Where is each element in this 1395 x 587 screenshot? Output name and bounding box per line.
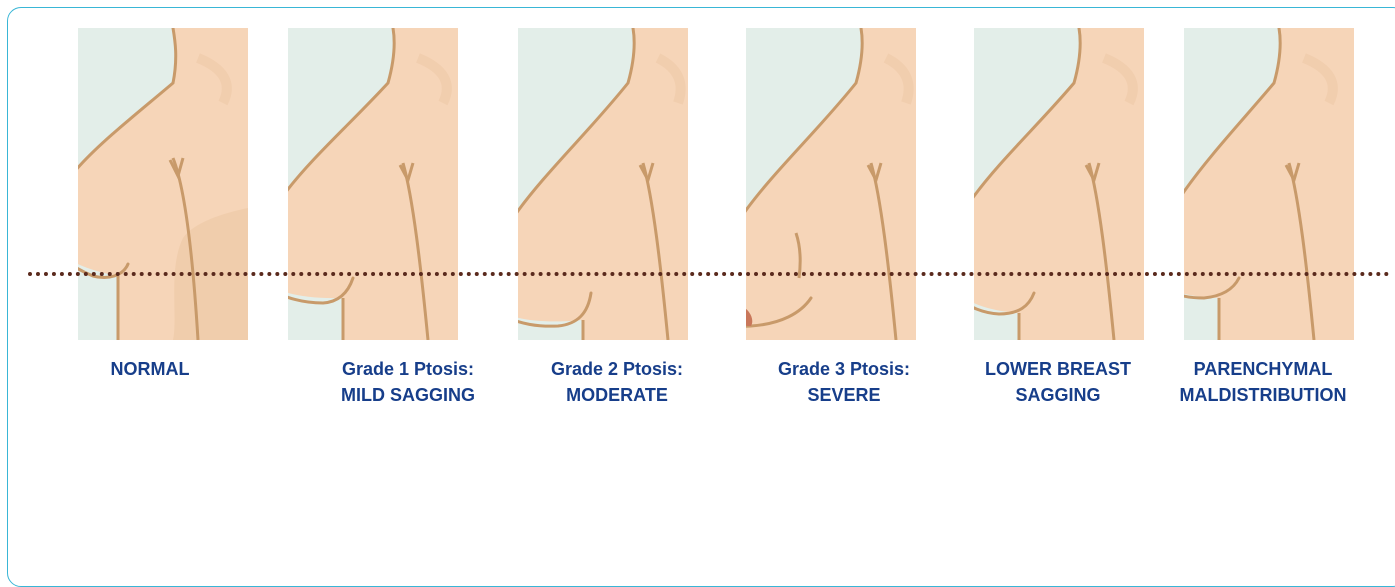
caption-grade1-line1: Grade 1 Ptosis: — [308, 356, 508, 382]
panel-normal — [78, 28, 248, 340]
breast-profile-parenchymal-illustration — [1184, 28, 1354, 340]
caption-grade1: Grade 1 Ptosis: MILD SAGGING — [308, 356, 508, 408]
caption-lower-breast-line2: SAGGING — [958, 382, 1158, 408]
breast-profile-lower-sagging-illustration — [974, 28, 1144, 340]
caption-normal-line1: NORMAL — [50, 356, 250, 382]
caption-grade3-line1: Grade 3 Ptosis: — [744, 356, 944, 382]
caption-grade3-line2: SEVERE — [744, 382, 944, 408]
caption-grade1-line2: MILD SAGGING — [308, 382, 508, 408]
breast-profile-grade3-illustration — [746, 28, 916, 340]
panel-parenchymal — [1184, 28, 1354, 340]
breast-profile-grade1-illustration — [288, 28, 458, 340]
ptosis-diagram: NORMAL Grade 1 Ptosis: MILD SAGGING Grad… — [0, 0, 1395, 566]
caption-parenchymal-line2: MALDISTRIBUTION — [1163, 382, 1363, 408]
panel-grade2 — [518, 28, 688, 340]
caption-lower-breast: LOWER BREAST SAGGING — [958, 356, 1158, 408]
caption-grade2-line2: MODERATE — [517, 382, 717, 408]
caption-lower-breast-line1: LOWER BREAST — [958, 356, 1158, 382]
panel-grade1 — [288, 28, 458, 340]
caption-parenchymal: PARENCHYMAL MALDISTRIBUTION — [1163, 356, 1363, 408]
panel-grade3 — [746, 28, 916, 340]
caption-grade2-line1: Grade 2 Ptosis: — [517, 356, 717, 382]
breast-profile-normal-illustration — [78, 28, 248, 340]
caption-normal: NORMAL — [50, 356, 250, 382]
caption-grade3: Grade 3 Ptosis: SEVERE — [744, 356, 944, 408]
caption-grade2: Grade 2 Ptosis: MODERATE — [517, 356, 717, 408]
breast-profile-grade2-illustration — [518, 28, 688, 340]
inframammary-fold-line — [28, 272, 1390, 276]
panel-lower-breast — [974, 28, 1144, 340]
caption-parenchymal-line1: PARENCHYMAL — [1163, 356, 1363, 382]
